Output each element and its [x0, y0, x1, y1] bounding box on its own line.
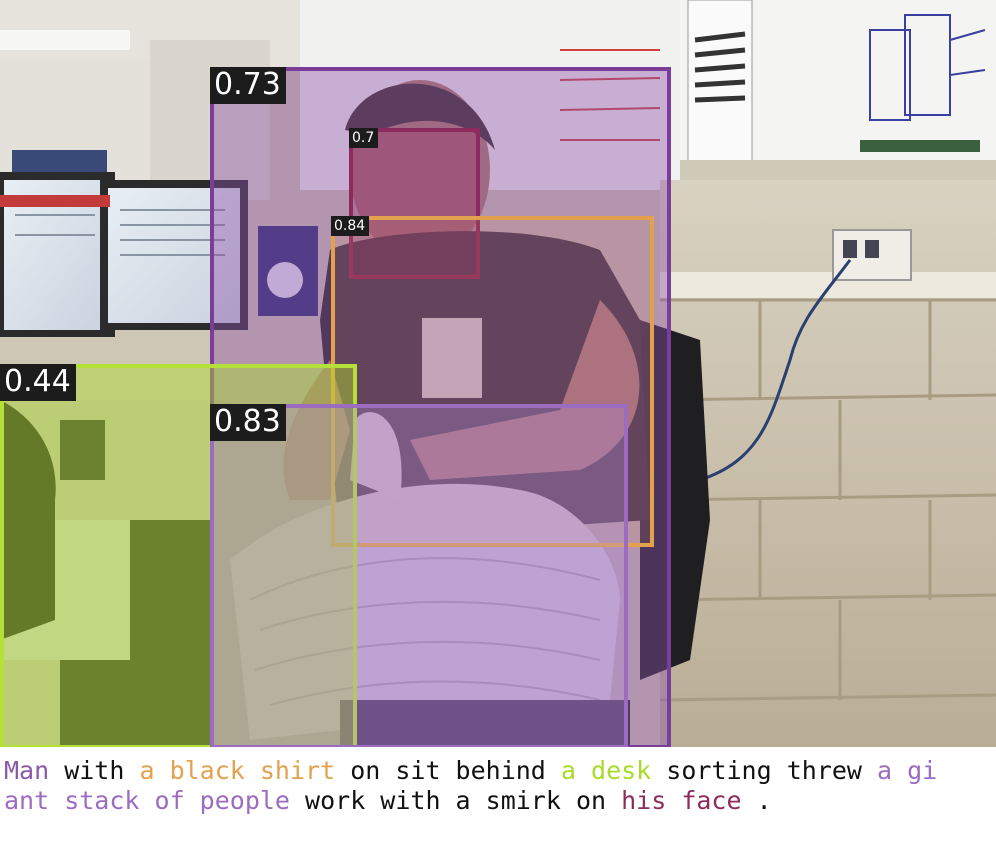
caption-segment: sorting threw	[651, 756, 878, 785]
caption-segment: Man	[4, 756, 50, 785]
desk-score-label: 0.44	[0, 364, 76, 401]
stack-score-label: 0.83	[210, 404, 286, 441]
caption-segment: a gi	[877, 756, 938, 785]
grounded-caption: Man with a black shirt on sit behind a d…	[4, 756, 994, 816]
stack-detection-box	[210, 404, 628, 747]
caption-segment: .	[741, 786, 772, 815]
caption-segment: his face	[621, 786, 742, 815]
shirt-score-label: 0.84	[331, 216, 370, 236]
office-photo: 0.73 0.7 0.84 0.44 0.83	[0, 0, 996, 747]
shirt-detection-box	[331, 216, 654, 547]
desk-detection-box	[0, 364, 357, 747]
caption-segment: on sit behind	[335, 756, 561, 785]
man-score-label: 0.73	[210, 67, 286, 104]
face-score-label: 0.7	[349, 128, 379, 148]
caption-segment: ant stack of people	[4, 786, 290, 815]
caption-segment: with	[49, 756, 140, 785]
face-detection-box	[349, 128, 480, 279]
caption-segment: work with a smirk on	[289, 786, 622, 815]
caption-segment: a desk	[560, 756, 652, 785]
caption-segment: a black shirt	[139, 756, 336, 785]
